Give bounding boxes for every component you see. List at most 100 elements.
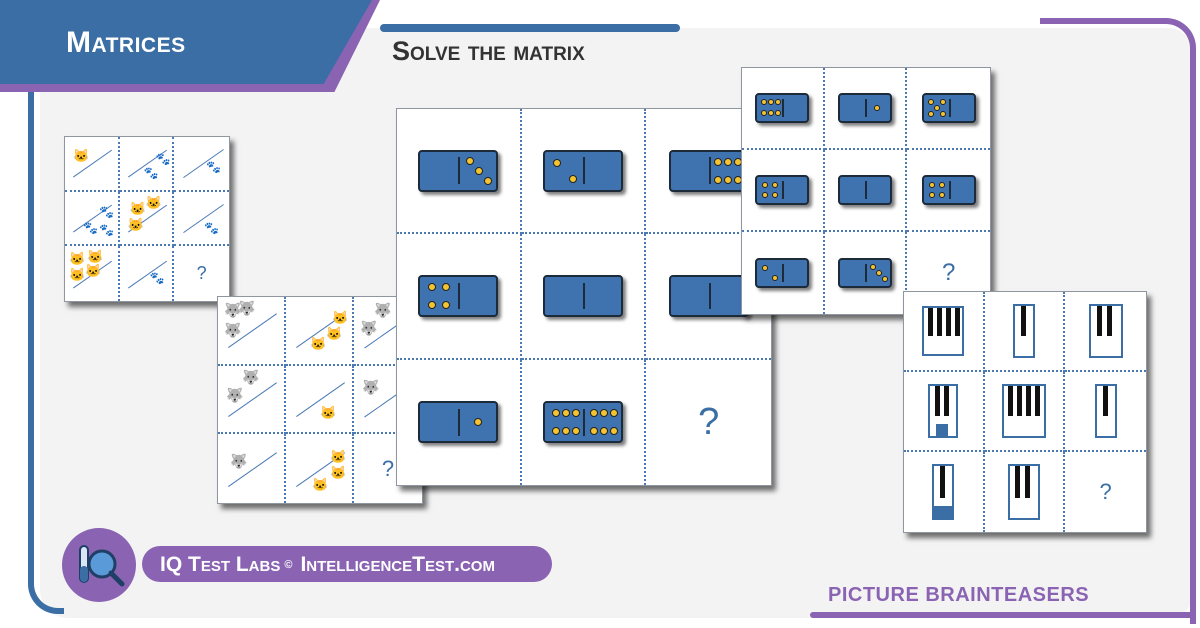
matrix-cell [521,109,647,235]
right-frame-border [1040,18,1196,624]
fox-face-icon: 🐺 [362,378,380,395]
matrix-cell: 🐾🐾 [119,137,175,192]
matrix-cell [824,68,908,150]
matrix-cell: 🐱🐱🐱 [286,297,354,366]
matrix-cell: 🐱🐱🐱 [119,191,175,247]
piano-keys-icon [928,384,959,438]
cat-face-icon: 🐱 [129,200,146,216]
cat-face-icon: 🐱 [69,251,86,267]
matrix-cell: 🐱 [65,137,120,192]
page-subtitle: Solve the matrix [392,36,585,66]
paw-print-icon: 🐾 [99,222,114,237]
fox-face-icon: 🐺 [242,368,260,385]
cat-face-icon: 🐱 [330,465,347,481]
matrix-cell: 🐺🐺 [218,365,286,435]
logo-badge[interactable] [62,528,136,602]
matrix-cell [907,150,990,232]
piano-keys-icon [1001,384,1046,438]
bottom-accent-line [810,612,1195,618]
matrix-cell [742,68,825,150]
matrix-cell: 🐾 [174,137,229,192]
matrix-cell: 🐾 [120,246,175,301]
paw-print-icon: 🐾 [83,220,98,235]
matrix-cell [1065,372,1146,452]
matrix-cell [904,292,985,372]
matrix-cell [397,234,522,360]
question-mark: ? [698,400,720,443]
missing-cell[interactable]: ? [174,246,229,301]
paw-print-icon: 🐾 [206,160,222,174]
missing-cell[interactable]: ? [646,360,771,485]
paw-print-icon: 🐾 [143,166,159,180]
fox-face-icon: 🐺 [230,453,248,470]
matrix-cell [1065,292,1146,372]
matrix-cell [907,68,990,150]
matrix-cell: 🐱 [286,365,354,435]
matrix-cell [824,150,908,232]
cat-face-icon: 🐱 [310,336,327,351]
fox-face-icon: 🐺 [224,302,242,318]
domino-tile [837,93,892,123]
top-accent-line [380,24,680,32]
fox-face-icon: 🐺 [374,302,392,318]
brand-pill[interactable] [142,546,552,582]
matrix-cell [521,234,647,360]
fox-face-icon: 🐺 [238,300,256,316]
question-mark: ? [381,455,395,481]
cat-face-icon: 🐱 [73,148,90,163]
missing-cell[interactable]: ? [1065,452,1146,532]
missing-cell[interactable]: ? [354,434,422,503]
cat-face-icon: 🐱 [87,249,104,265]
domino-tile [418,401,499,444]
cat-face-icon: 🐱 [326,326,343,341]
site-name[interactable]: IntelligenceTest.com [300,553,495,576]
puzzle-card-dominoes-large: ? [396,108,772,486]
cat-face-icon: 🐱 [145,194,162,210]
cat-face-icon: 🐱 [320,404,337,420]
matrix-cell: 🐾🐾🐾 [65,191,120,247]
matrix-cell: 🐱🐱🐱🐱 [65,246,120,301]
puzzle-card-foxes-cats: 🐺🐺🐺 🐱🐱🐱 🐺🐺🐱 🐺🐺 🐱 🐺 🐺 🐱🐱🐱 ? [217,296,423,504]
magnifier-flask-logo-icon [79,545,125,587]
domino-tile [668,274,749,317]
matrix-cell [742,150,825,232]
fox-face-icon: 🐺 [226,386,244,403]
paw-print-icon: 🐾 [99,204,114,219]
cat-face-icon: 🐱 [69,267,86,283]
domino-tile [755,258,810,288]
matrix-cell: 🐺 [218,434,286,503]
question-mark: ? [1099,479,1112,504]
matrix-cell [984,372,1066,452]
matrix-cell [646,234,771,360]
fox-face-icon: 🐺 [224,322,242,338]
matrix-cell: 🐾 [174,192,229,247]
left-frame-border [28,88,64,614]
cat-face-icon: 🐱 [330,449,347,465]
paw-print-icon: 🐾 [149,271,165,286]
piano-keys-icon [922,306,965,356]
cat-face-icon: 🐱 [85,263,102,279]
domino-tile [837,258,892,288]
piano-keys-icon [1094,384,1117,438]
fox-face-icon: 🐺 [360,320,378,336]
domino-tile [755,175,810,205]
domino-tile [755,93,810,123]
header-tab [0,0,372,84]
matrix-cell [825,232,908,314]
brand-text[interactable]: IQ Test Labs©IntelligenceTest.com [160,553,495,577]
piano-keys-icon [932,464,955,520]
matrix-cell [904,372,985,452]
domino-tile [837,175,892,205]
missing-cell[interactable]: ? [907,232,990,314]
matrix-cell [522,359,647,485]
matrix-cell [985,452,1066,532]
question-mark: ? [941,259,956,286]
domino-tile [542,401,623,444]
cat-face-icon: 🐱 [312,477,329,493]
matrix-cell [397,109,522,235]
piano-keys-icon [1012,304,1035,358]
question-mark: ? [196,263,207,284]
domino-tile [668,149,749,192]
category-label: PICTURE BRAINTEASERS [828,584,1090,606]
brand-name: IQ Test Labs [160,553,281,576]
